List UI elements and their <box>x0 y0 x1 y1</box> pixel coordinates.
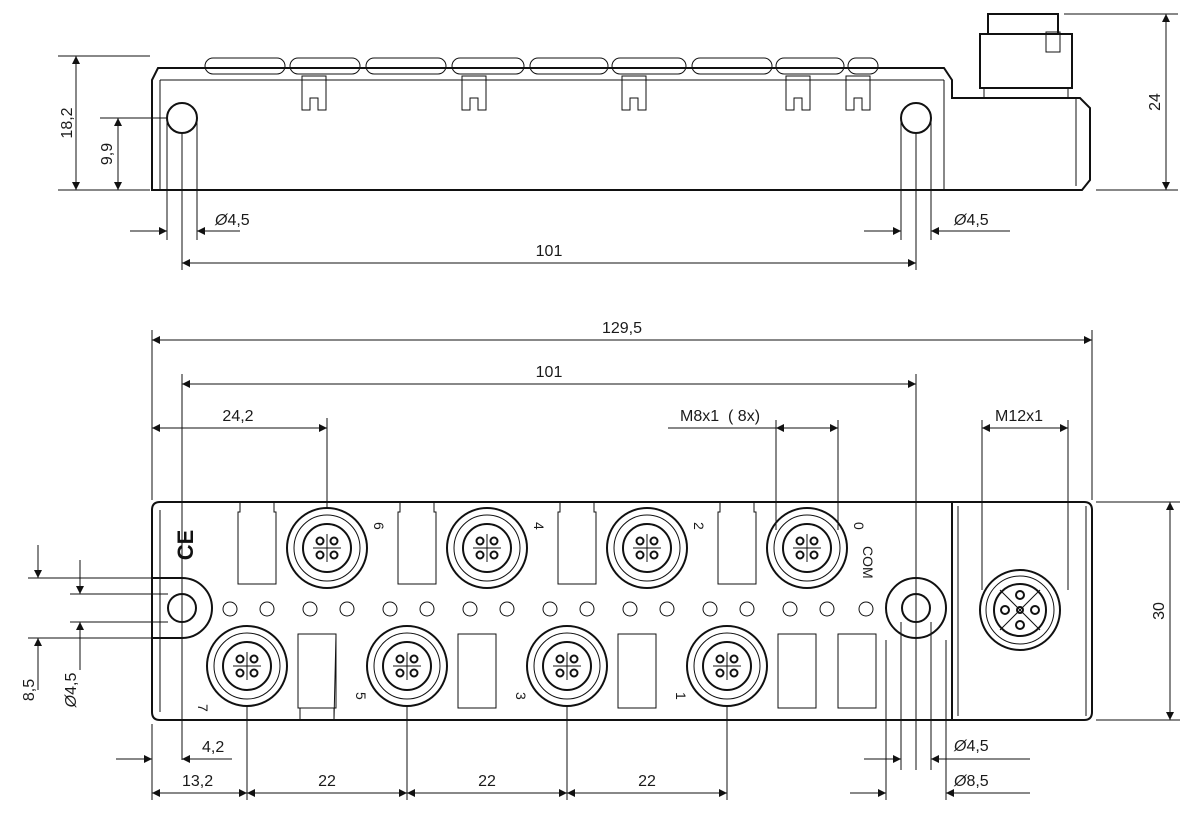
m8-port-5 <box>366 625 448 707</box>
dim-text-9-9: 9,9 <box>99 143 116 165</box>
top-view: CE <box>21 320 1180 800</box>
m8-port-1 <box>686 625 768 707</box>
dim-text-30: 30 <box>1151 602 1168 620</box>
m8-port-7 <box>206 625 288 707</box>
side-m12-connector <box>979 13 1073 99</box>
dim-text-129-5: 129,5 <box>602 320 642 337</box>
side-led-clips <box>301 75 871 111</box>
dim-text-8-5-left: 8,5 <box>21 679 38 701</box>
m8-ports-top <box>286 507 848 589</box>
port-label-7: 7 <box>195 704 211 712</box>
dim-text-side-101: 101 <box>536 243 563 260</box>
dim-text-dia-8-5-right: Ø8,5 <box>953 773 989 790</box>
led-row <box>222 601 874 617</box>
label-slots-top <box>237 502 757 585</box>
side-hole-right <box>900 102 932 134</box>
label-slots-bottom <box>297 633 877 721</box>
dim-text-dia-4-5-right: Ø4,5 <box>953 738 989 755</box>
ce-mark: CE <box>173 530 198 561</box>
side-view: 18,2 9,9 24 Ø4,5 Ø4,5 101 <box>58 13 1178 270</box>
m8-port-0 <box>766 507 848 589</box>
dim-text-m12: M12x1 <box>995 408 1043 425</box>
dim-text-22-a: 22 <box>318 773 336 790</box>
dim-text-side-dia-left: Ø4,5 <box>214 212 250 229</box>
port-label-0: 0 <box>851 522 867 530</box>
port-label-6: 6 <box>371 522 387 530</box>
side-connector-caps <box>204 57 879 75</box>
dim-text-18-2: 18,2 <box>59 107 76 138</box>
dim-text-top-101: 101 <box>536 364 563 381</box>
m8-port-4 <box>446 507 528 589</box>
port-label-5: 5 <box>353 692 369 700</box>
m8-port-2 <box>606 507 688 589</box>
dim-text-side-dia-right: Ø4,5 <box>953 212 989 229</box>
m8-port-6 <box>286 507 368 589</box>
m8-port-3 <box>526 625 608 707</box>
side-hole-left <box>166 102 198 134</box>
com-label: COM <box>860 546 876 579</box>
dim-text-22-c: 22 <box>638 773 656 790</box>
dim-text-22-b: 22 <box>478 773 496 790</box>
port-label-1: 1 <box>673 692 689 700</box>
dim-text-4-2: 4,2 <box>202 739 224 756</box>
port-label-4: 4 <box>531 522 547 530</box>
m12-connector <box>979 569 1061 651</box>
dim-text-13-2: 13,2 <box>182 773 213 790</box>
dim-text-m8: M8x1 ( 8x) <box>680 408 760 425</box>
dim-text-24: 24 <box>1147 93 1164 111</box>
port-label-2: 2 <box>691 522 707 530</box>
side-body-outline <box>151 67 1091 191</box>
dim-text-24-2: 24,2 <box>222 408 253 425</box>
dim-text-dia-4-5-left: Ø4,5 <box>63 673 80 709</box>
port-label-3: 3 <box>513 692 529 700</box>
top-body-outline <box>151 501 1093 721</box>
